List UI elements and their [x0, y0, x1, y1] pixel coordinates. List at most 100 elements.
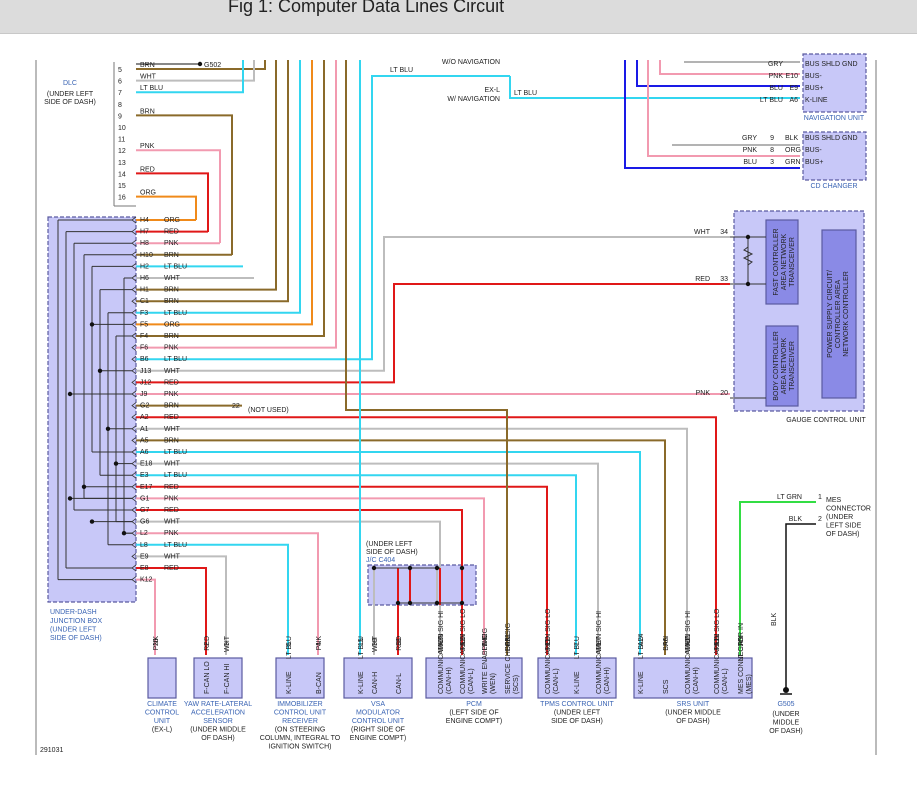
- module-pin-number: A12: [714, 633, 721, 646]
- jb-wire-color: LT BLU: [164, 356, 187, 363]
- jb-wire-j12: [136, 283, 730, 384]
- module-wire-color: RED: [204, 636, 211, 651]
- cd-bus-minus-wire: [647, 60, 800, 157]
- jb-pin-number: F5: [140, 321, 148, 328]
- jb-splice-dot: [67, 496, 73, 501]
- dlc-wire-16: [136, 195, 197, 220]
- module-label: IGNITION SWITCH): [269, 744, 332, 751]
- dlc-wire-color: BRN: [140, 108, 155, 115]
- module-pin-number: 11: [545, 639, 552, 646]
- module-pin-label: COMMUNICATION SIG HI: [685, 611, 692, 694]
- g505-name: G505: [777, 701, 794, 708]
- jb-wire-H1: [136, 60, 277, 291]
- nav-wire-label: LT BLU: [514, 90, 537, 97]
- jb-pin-number: F4: [140, 333, 148, 340]
- title-bar: Fig 1: Computer Data Lines Circuit: [0, 0, 917, 34]
- dlc-pin-number: 13: [118, 160, 126, 167]
- jb-wire-color: BRN: [164, 298, 179, 305]
- fast-transceiver-label: FAST CONTROLLER: [773, 228, 780, 295]
- dlc-pin-number: 8: [118, 102, 122, 109]
- module-label: COLUMN, INTEGRAL TO: [260, 735, 341, 742]
- jb-wire-color: RED: [164, 379, 179, 386]
- g502-label: G502: [204, 62, 221, 69]
- jb-splice-dot: [67, 391, 73, 397]
- gauge-control-unit-name: GAUGE CONTROL UNIT: [786, 417, 866, 424]
- jc-c404-dot: [371, 565, 377, 571]
- dlc-wire-9: [136, 114, 233, 255]
- module-wire-color: PNK: [316, 636, 323, 651]
- module-pin-number: 39: [372, 638, 379, 646]
- dlc-wire-color: BRN: [140, 62, 155, 69]
- jb-wire-color: RED: [164, 414, 179, 421]
- module-pin-label: F-CAN LO: [204, 661, 211, 694]
- jb-wire-K12: [136, 578, 156, 655]
- module-pin-number: A5: [738, 637, 745, 646]
- jb-wire-L2: [136, 532, 319, 655]
- jb-pin-number: G6: [140, 519, 149, 526]
- cd-pin-label: BUS SHLD GND: [805, 135, 858, 142]
- dlc-wire-color: PNK: [140, 143, 155, 150]
- gauge-pin-number: 34: [720, 229, 728, 236]
- nav-bus-minus-wire: [659, 60, 800, 75]
- module-label: CLIMATE: [147, 701, 177, 708]
- nav-pin-number: A6: [789, 97, 798, 104]
- jb-pin-number: G7: [140, 507, 149, 514]
- module-pin-label: (CAN-L): [468, 668, 475, 694]
- jb-pin-number: E18: [140, 461, 153, 468]
- mes-connector-label: LEFT SIDE: [826, 523, 862, 530]
- bottom-module-5: [537, 657, 617, 699]
- jb-pin-number: E17: [140, 484, 153, 491]
- jb-wire-color: PNK: [164, 345, 179, 352]
- wo-navigation-label: W/O NAVIGATION: [442, 59, 500, 66]
- module-pin-label: B-CAN: [316, 672, 323, 694]
- module-label: IMMOBILIZER: [277, 701, 323, 708]
- g505-wire: [785, 523, 816, 688]
- nav-pin-label: BUS-: [805, 73, 822, 80]
- jc-c404-dot: [407, 565, 413, 571]
- jb-wire-F5: [136, 60, 313, 326]
- module-label: OF DASH): [201, 735, 234, 742]
- jb-pin-number: L8: [140, 542, 148, 549]
- power-supply-controller-box: [821, 229, 857, 399]
- dlc-pin-number: 12: [118, 148, 126, 155]
- module-wire-color: BRN: [505, 636, 512, 651]
- figure-title: Fig 1: Computer Data Lines Circuit: [228, 0, 505, 16]
- module-pin-number: A6: [663, 637, 670, 646]
- module-wire-color: WHT: [685, 635, 692, 652]
- body-transceiver-label: AREA NETWORK: [781, 337, 788, 394]
- module-wire-color: RED: [396, 636, 403, 651]
- module-wire-color: PNK: [482, 636, 489, 651]
- jb-pin-number: F6: [140, 345, 148, 352]
- bottom-module-4: [425, 657, 523, 699]
- dlc-wire-12: [136, 149, 221, 243]
- mes-wire: [739, 501, 816, 655]
- bottom-module-6: [633, 657, 753, 699]
- dlc-pin-number: 6: [118, 79, 122, 86]
- cd-pin-number: 3: [770, 159, 774, 166]
- jc-c404-dot: [459, 600, 465, 606]
- dlc-pin-number: 11: [118, 137, 125, 144]
- navigation-unit-box: [802, 53, 867, 113]
- jb-wire-color: LT BLU: [164, 542, 187, 549]
- module-label: CONTROL UNIT: [274, 710, 327, 717]
- dlc-location: (UNDER LEFT: [47, 91, 94, 98]
- module-pin-label: SERVICE CHECK SIG: [505, 623, 512, 694]
- jc-c404-dot: [459, 565, 465, 571]
- mes-wire-color: LT GRN: [777, 494, 802, 501]
- module-label: OF DASH): [676, 718, 709, 725]
- jb-wire-F6: [136, 60, 337, 349]
- module-label: SIDE OF DASH): [551, 718, 603, 725]
- module-pin-number: A37: [460, 633, 467, 646]
- jb-wire-L8: [136, 543, 289, 655]
- bottom-module-0: [147, 657, 177, 699]
- module-pin-number: 26: [153, 638, 160, 646]
- module-pin-label: (MES): [746, 674, 753, 694]
- module-pin-label: (WEN): [490, 673, 497, 694]
- module-label: (ON STEERING: [275, 727, 326, 734]
- jb-wire-b6: [136, 75, 510, 361]
- jb-pin-number: H1: [140, 287, 149, 294]
- cd-pin-label: BUS+: [805, 159, 823, 166]
- jb-pin-terminal: [131, 297, 137, 305]
- module-label: (RIGHT SIDE OF: [351, 727, 405, 734]
- jb-wire-color: RED: [164, 229, 179, 236]
